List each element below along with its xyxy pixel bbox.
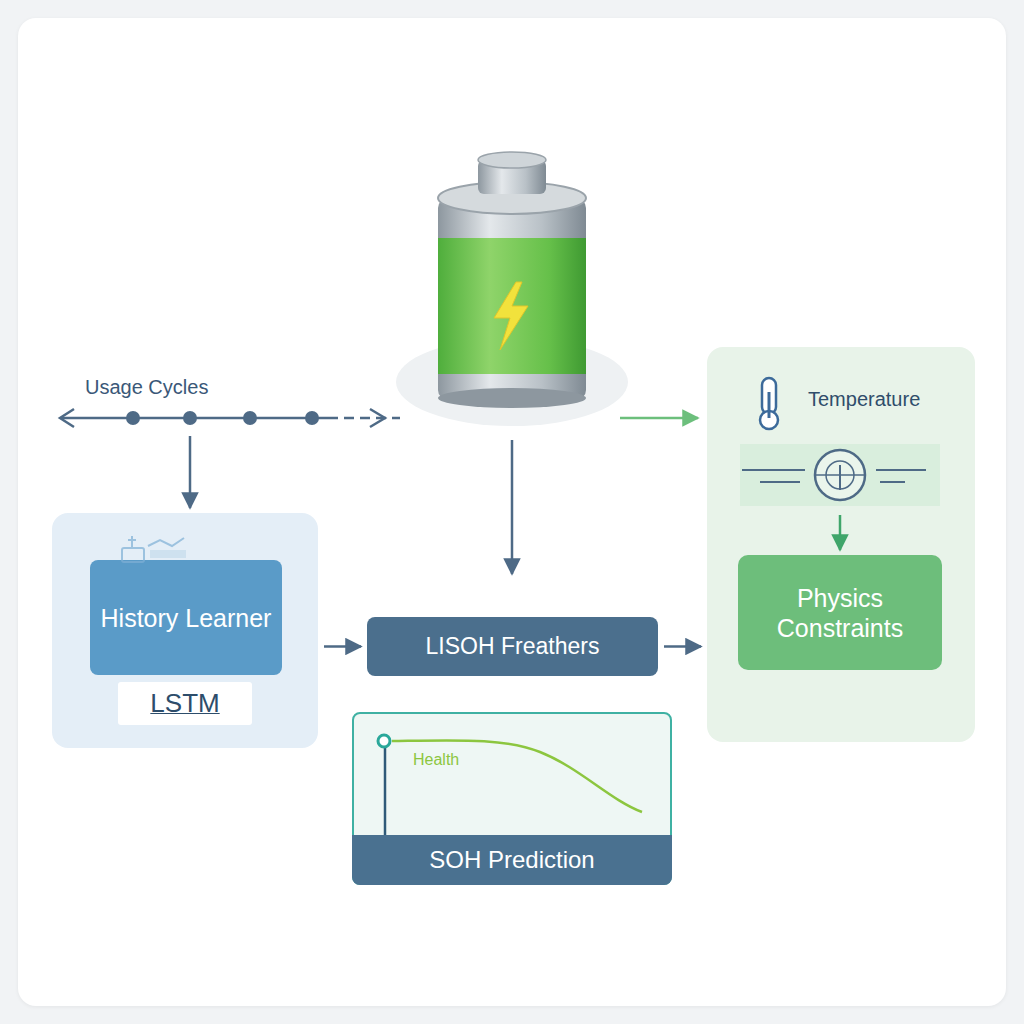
node-text: Temperature [802,387,926,411]
node-text: LSTM [144,688,225,719]
flow-arrow [664,645,701,648]
group-panel: TemperaturePhysics Constraints [707,347,975,742]
node-text: LISOH Freathers [420,633,606,661]
node-text: History Learner [95,603,278,633]
axis-label: Usage Cycles [85,376,208,399]
model-label: LSTM [118,682,252,725]
feature-box: LISOH Freathers [367,617,658,676]
process-box: Physics Constraints [738,555,942,670]
node-text: Health [407,750,465,769]
usage-timeline [60,409,400,508]
node-text: Physics Constraints [738,583,942,643]
battery-illustration [396,152,698,574]
group-panel: History LearnerLSTM [52,513,318,748]
node-text: SOH Prediction [423,846,600,875]
flow-arrow [324,645,361,648]
process-box: History Learner [90,560,282,675]
output-band: SOH Prediction [352,835,672,885]
chart-box: HealthSOH Prediction [352,712,672,885]
